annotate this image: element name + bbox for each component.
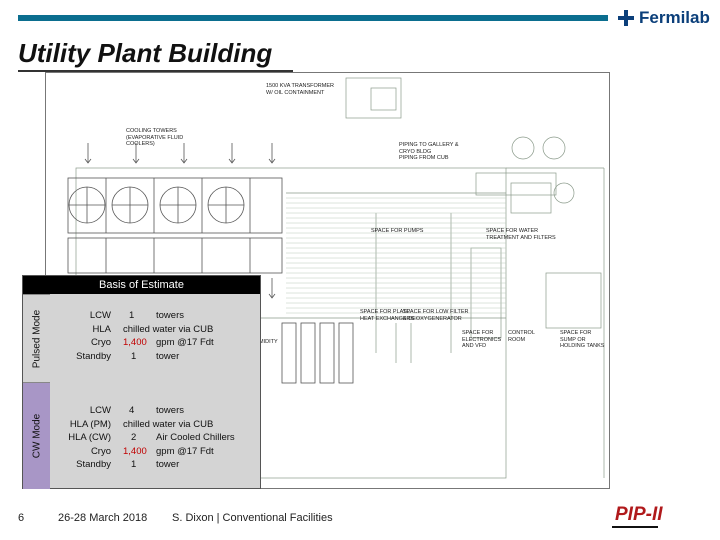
label-humidity: MIDITY (259, 339, 278, 345)
label-water-treatment: SPACE FOR WATER TREATMENT AND FILTERS (486, 228, 556, 241)
row-qty: 1 (129, 310, 135, 321)
label-transformer: 1500 KVA TRANSFORMER W/ OIL CONTAINMENT (266, 83, 334, 96)
row-qty: 2 (131, 432, 137, 443)
table-row: HLA (CW) (53, 431, 111, 445)
row-qty: 1,400 (123, 337, 147, 348)
fermilab-icon (618, 10, 634, 26)
row-desc: tower (156, 459, 180, 470)
row-item: LCW (89, 405, 111, 416)
label-electronics: SPACE FOR ELECTRONICS AND VFD (462, 330, 502, 349)
floor-plan-linework (67, 77, 605, 479)
footer-author: S. Dixon | Conventional Facilities (172, 512, 333, 524)
table-row: HLA (PM) (53, 418, 111, 432)
label-control-room: CONTROL ROOM (508, 330, 535, 343)
row-item: HLA (PM) (69, 418, 111, 430)
pip-ii-logo: PIP-II (615, 504, 663, 525)
row-item: HLA (92, 323, 111, 335)
cw-mode-text: CW Mode (31, 413, 42, 459)
row-item: Standby (76, 350, 111, 362)
table-row: Cryo (53, 336, 111, 350)
row-item: Cryo (90, 337, 111, 348)
table-row: HLA (53, 323, 111, 337)
label-cooling-towers: COOLING TOWERS (EVAPORATIVE FLUID COOLER… (126, 128, 184, 147)
label-low-filter: SPACE FOR LOW FILTER & DEOXYGENERATOR (403, 309, 469, 322)
row-desc: towers (156, 310, 184, 321)
row-item: HLA (CW) (68, 432, 111, 443)
pulsed-mode-text: Pulsed Mode (31, 309, 42, 369)
row-qty: 1 (131, 350, 137, 362)
pip-ii-logo-underline (612, 526, 658, 528)
row-desc: Air Cooled Chillers (156, 432, 235, 443)
row-desc: towers (156, 405, 184, 416)
row-desc: chilled water via CUB (123, 418, 214, 430)
row-qty: 4 (129, 405, 135, 416)
page-number: 6 (18, 512, 25, 524)
label-piping: PIPING TO GALLERY & CRYO BLDG PIPING FRO… (399, 142, 459, 161)
pulsed-mode-label: Pulsed Mode (23, 294, 50, 383)
boe-header: Basis of Estimate (23, 276, 260, 294)
table-row: LCW (53, 309, 111, 323)
cw-mode-label: CW Mode (23, 382, 50, 489)
row-desc: gpm @17 Fdt (156, 337, 214, 348)
row-item: Cryo (90, 445, 111, 457)
label-pumps: SPACE FOR PUMPS (371, 228, 424, 234)
boe-body (50, 294, 260, 488)
row-desc: chilled water via CUB (123, 323, 214, 335)
row-qty: 1 (131, 459, 137, 470)
fermilab-logo: Fermilab (617, 7, 710, 29)
row-qty: 1,400 (123, 445, 147, 457)
brand-name: Fermilab (639, 8, 710, 27)
table-row: Standby (53, 458, 111, 472)
row-desc: gpm @17 Fdt (156, 445, 214, 457)
basis-of-estimate-table: Basis of Estimate Pulsed Mode CW Mode LC… (22, 275, 261, 489)
table-row: LCW (53, 404, 111, 418)
header-bar (18, 15, 608, 21)
row-item: LCW (89, 310, 111, 321)
label-sump: SPACE FOR SUMP OR HOLDING TANKS (560, 330, 605, 349)
table-row: Standby (53, 350, 111, 364)
table-row: Cryo (53, 445, 111, 459)
footer-date: 26-28 March 2018 (58, 512, 148, 524)
row-desc: tower (156, 350, 180, 362)
title-underline (18, 70, 293, 72)
label-plate-hx: SPACE FOR PLATE HEAT EXCHANGERS (360, 309, 415, 322)
page-title: Utility Plant Building (18, 38, 273, 68)
row-item: Standby (76, 459, 111, 470)
